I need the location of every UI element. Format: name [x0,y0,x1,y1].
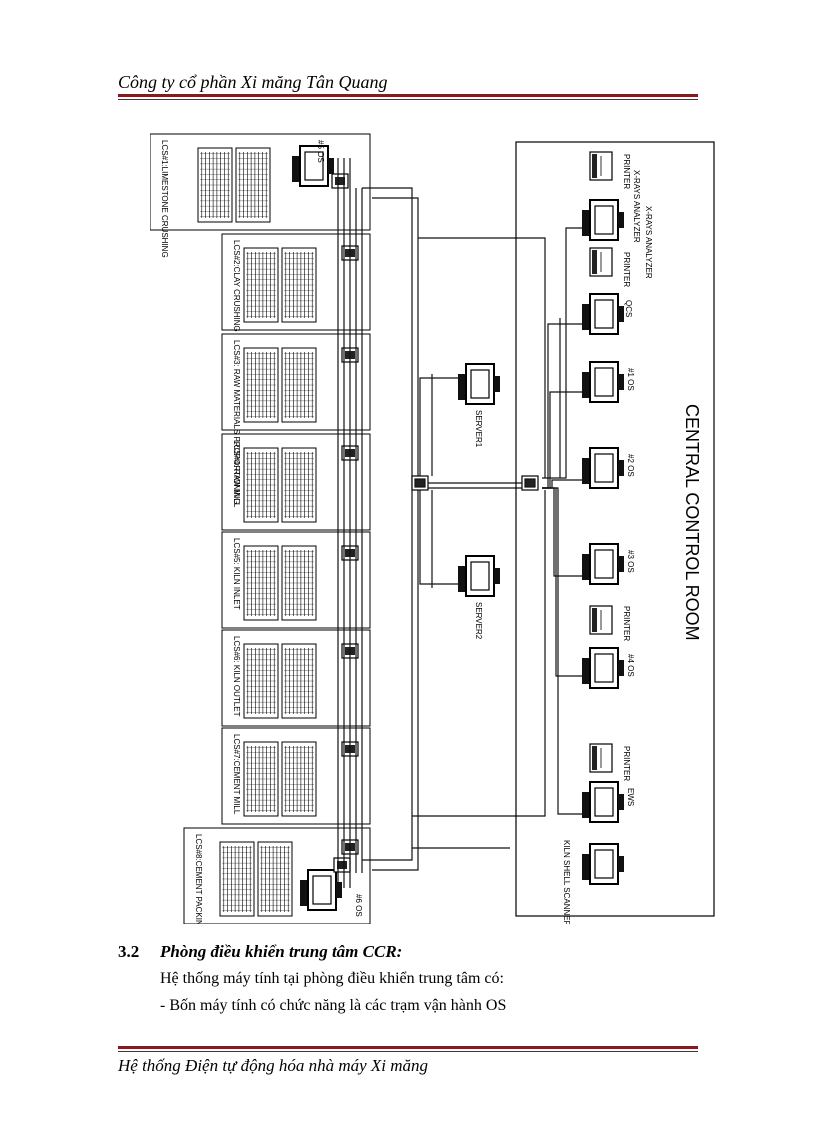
network-diagram: LCS#1:LIMESTONE CRUSHING LCS#2:CLAY CRUSH… [150,133,715,924]
ccr-computer [582,361,624,403]
header-rule [118,94,698,100]
lcs-panel: LCS#2:CLAY CRUSHING [221,233,371,332]
lcs-label: LCS#8:CEMENT PACKING [194,834,203,924]
ccr-computer [582,543,624,585]
ring-line [418,237,546,478]
control-cabinet [281,741,317,817]
ccr-label: X-RAYS ANALYZER [632,170,641,243]
control-cabinet [243,545,279,621]
printer-icon [589,605,613,635]
control-cabinet [257,841,293,917]
control-cabinet [281,545,317,621]
server-link [419,377,458,476]
field-os-label: #5 OS [316,140,325,163]
ccr-link [542,487,582,677]
page-footer: Hệ thống Điện tự động hóa nhà máy Xi măn… [118,1056,429,1075]
printer-icon [589,151,613,181]
ccr-label: #1 OS [626,368,635,391]
ccr-link [542,487,582,815]
control-cabinet [235,147,271,223]
ccr-label: #4 OS [626,654,635,677]
printer-icon [589,743,613,773]
section-title: Phòng điều khiển trung tâm CCR: [160,942,403,961]
ccr-label: PRINTER [622,154,631,189]
ccr-title: CENTRAL CONTROL ROOM [682,404,702,641]
ccr-label: QCS [624,300,633,317]
ring-line [372,197,419,871]
ccr-label: #3 OS [626,550,635,573]
lcs-label: LCS#6: KILN OUTLET [232,636,241,717]
control-cabinet [243,247,279,323]
lcs-label: LCS#5: KILN INLET [232,538,241,610]
server-computer [458,363,500,405]
lcs-label: LCS#4: RAW MILL [232,440,241,508]
server-link [419,490,458,585]
ccr-label: EWS [626,788,635,806]
ccr-label: PRINTER [622,746,631,781]
ccr-computer [582,199,624,241]
ccr-computer [582,447,624,489]
ccr-label: PRINTER [622,606,631,641]
network-switch [411,475,429,491]
lcs-label: LCS#1:LIMESTONE CRUSHING [160,140,169,258]
control-cabinet [197,147,233,223]
control-cabinet [281,247,317,323]
ccr-computer [582,293,624,335]
ccr-label: #2 OS [626,454,635,477]
field-os-computer [300,869,342,911]
paragraph-line-2: - Bốn máy tính có chức năng là các trạm … [160,997,507,1014]
ccr-link [542,227,582,479]
ccr-computer [582,647,624,689]
ccr-label: X-RAYS ANALYZER [644,206,653,279]
control-cabinet [243,741,279,817]
network-lines [337,158,582,888]
lcs-label: LCS#7:CEMENT MILL [232,734,241,815]
control-cabinet [281,643,317,719]
page-header: Công ty cổ phần Xi măng Tân Quang [118,72,388,92]
section-number: 3.2 [118,942,140,961]
ccr-label: KILN SHELL SCANNER SYSTEM [562,840,571,924]
lcs-cabinets: LCS#1:LIMESTONE CRUSHING LCS#2:CLAY CRUSH… [150,133,371,924]
control-cabinet [243,347,279,423]
footer-rule [118,1046,698,1052]
ccr-frame [515,141,715,917]
network-switch [331,173,349,189]
ccr-computer [582,781,624,823]
control-cabinet [281,347,317,423]
field-os-computer [292,145,334,187]
server-label: SERVER2 [474,602,483,640]
section-heading: 3.2 Phòng điều khiển trung tâm CCR: [118,942,402,962]
server-computer [458,555,500,597]
ccr-link [412,490,546,817]
control-cabinet [281,447,317,523]
lcs-panel: LCS#7:CEMENT MILL [221,727,371,825]
control-cabinet [243,447,279,523]
lcs-label: LCS#2:CLAY CRUSHING [232,240,241,332]
network-switch [521,475,539,491]
lcs-label: LCS#3: RAW MATERIALS PROPORTIONING [232,340,241,504]
network-switch [333,857,351,873]
lcs-panel: LCS#3: RAW MATERIALS PROPORTIONING [221,333,371,504]
server-label: SERVER1 [474,410,483,448]
ccr-label: PRINTER [622,252,631,287]
ccr-link [542,323,582,489]
ccr-link [542,487,582,577]
lcs-panel: LCS#4: RAW MILL [221,433,371,531]
control-cabinet [219,841,255,917]
control-cabinet [243,643,279,719]
field-os-label: #6 OS [354,894,363,917]
lcs-panel: LCS#8:CEMENT PACKING [183,827,371,924]
lcs-panel: LCS#5: KILN INLET [221,531,371,629]
ring-line [362,187,413,861]
paragraph-line-1: Hệ thống máy tính tại phòng điều khiển t… [160,970,504,987]
lcs-panel: LCS#1:LIMESTONE CRUSHING [150,133,371,258]
printer-icon [589,247,613,277]
lcs-panel: LCS#6: KILN OUTLET [221,629,371,727]
ccr-computer [582,843,624,885]
